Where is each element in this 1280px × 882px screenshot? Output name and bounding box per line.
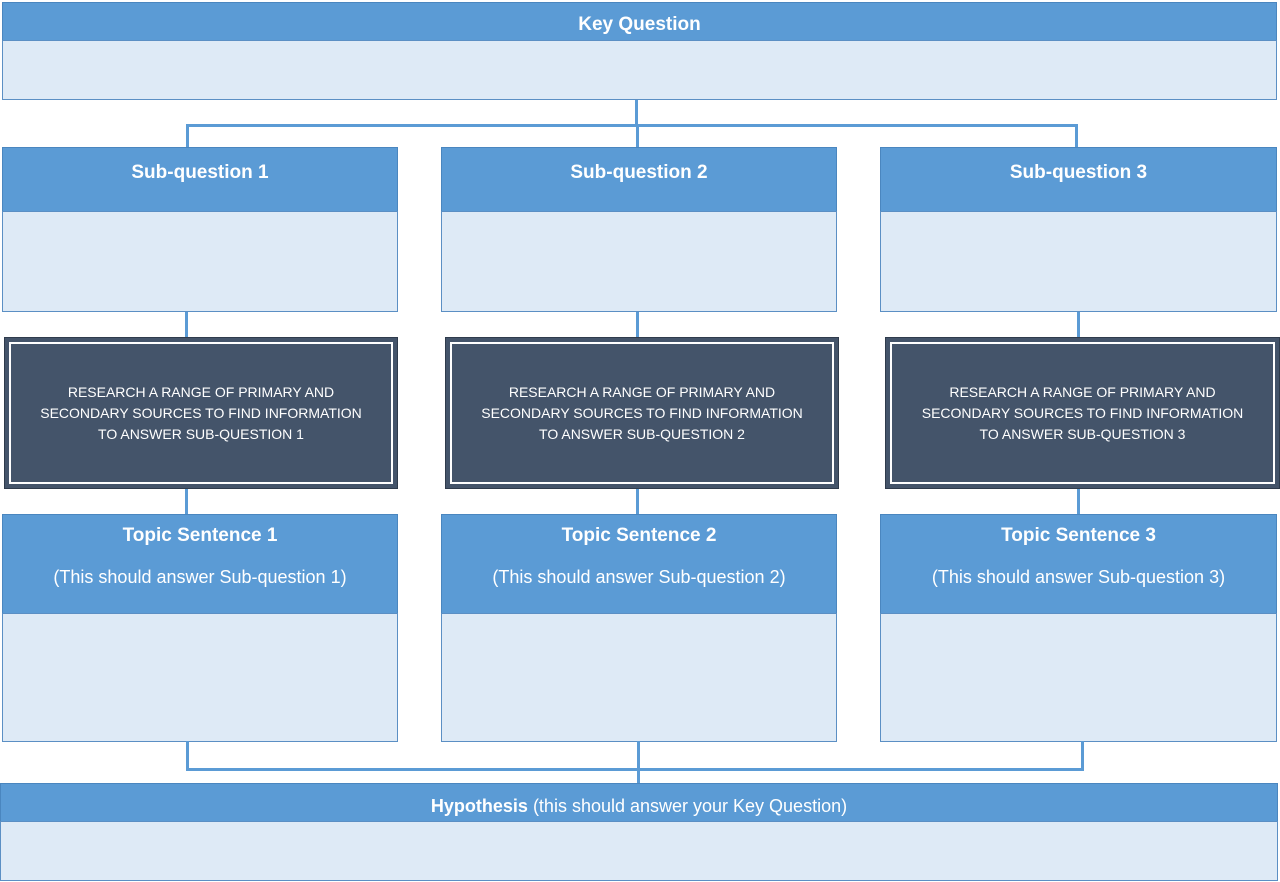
key-question-answer-box[interactable]	[2, 40, 1277, 100]
sub-question-header: Sub-question 2	[441, 147, 837, 212]
research-text-line: SECONDARY SOURCES TO FIND INFORMATION	[40, 404, 362, 421]
research-box: RESEARCH A RANGE OF PRIMARY AND SECONDAR…	[4, 337, 398, 489]
hypothesis-hint: (this should answer your Key Question)	[532, 796, 848, 816]
topic-sentence-header: Topic Sentence 2 (This should answer Sub…	[441, 514, 837, 614]
research-text-line: SECONDARY SOURCES TO FIND INFORMATION	[921, 404, 1244, 421]
research-text-line: TO ANSWER SUB-QUESTION 2	[539, 425, 745, 442]
connector	[186, 124, 1078, 127]
sub-question-answer-box[interactable]	[2, 211, 398, 312]
hypothesis-header: Hypothesis (this should answer your Key …	[0, 783, 1278, 822]
research-box: RESEARCH A RANGE OF PRIMARY AND SECONDAR…	[445, 337, 839, 489]
connector	[637, 741, 640, 784]
hypothesis-title: Hypothesis	[430, 796, 528, 816]
sub-question-title: Sub-question 2	[570, 162, 708, 183]
sub-question-answer-box[interactable]	[441, 211, 837, 312]
topic-sentence-hint: (This should answer Sub-question 3)	[931, 567, 1226, 587]
connector	[1077, 489, 1080, 515]
connector	[185, 312, 188, 338]
topic-sentence-title: Topic Sentence 2	[561, 525, 717, 546]
research-text-line: RESEARCH A RANGE OF PRIMARY AND	[508, 383, 776, 400]
topic-sentence-title: Topic Sentence 1	[122, 525, 278, 546]
topic-sentence-answer-box[interactable]	[880, 613, 1277, 742]
connector	[636, 124, 639, 148]
key-question-title: Key Question	[578, 14, 701, 35]
topic-sentence-title: Topic Sentence 3	[1001, 525, 1156, 546]
connector	[186, 768, 1084, 771]
research-text-line: SECONDARY SOURCES TO FIND INFORMATION	[481, 404, 803, 421]
topic-sentence-hint: (This should answer Sub-question 2)	[492, 567, 786, 587]
research-text-line: TO ANSWER SUB-QUESTION 1	[98, 425, 304, 442]
connector	[185, 489, 188, 515]
topic-sentence-answer-box[interactable]	[2, 613, 398, 742]
connector	[635, 100, 638, 126]
topic-sentence-hint: (This should answer Sub-question 1)	[53, 567, 347, 587]
sub-question-title: Sub-question 1	[131, 162, 269, 183]
connector	[1077, 312, 1080, 338]
connector	[636, 312, 639, 338]
connector	[186, 124, 189, 148]
topic-sentence-header: Topic Sentence 3 (This should answer Sub…	[880, 514, 1277, 614]
sub-question-header: Sub-question 3	[880, 147, 1277, 212]
sub-question-answer-box[interactable]	[880, 211, 1277, 312]
research-text-line: RESEARCH A RANGE OF PRIMARY AND	[949, 383, 1216, 400]
topic-sentence-answer-box[interactable]	[441, 613, 837, 742]
connector	[1081, 741, 1084, 771]
sub-question-title: Sub-question 3	[1009, 162, 1148, 183]
connector	[186, 741, 189, 771]
connector	[1075, 124, 1078, 148]
connector	[636, 489, 639, 515]
research-text-line: RESEARCH A RANGE OF PRIMARY AND	[67, 383, 335, 400]
sub-question-header: Sub-question 1	[2, 147, 398, 212]
hypothesis-answer-box[interactable]	[0, 821, 1278, 881]
research-box: RESEARCH A RANGE OF PRIMARY AND SECONDAR…	[885, 337, 1280, 489]
topic-sentence-header: Topic Sentence 1 (This should answer Sub…	[2, 514, 398, 614]
key-question-header: Key Question	[2, 2, 1277, 41]
research-text-line: TO ANSWER SUB-QUESTION 3	[979, 425, 1186, 442]
